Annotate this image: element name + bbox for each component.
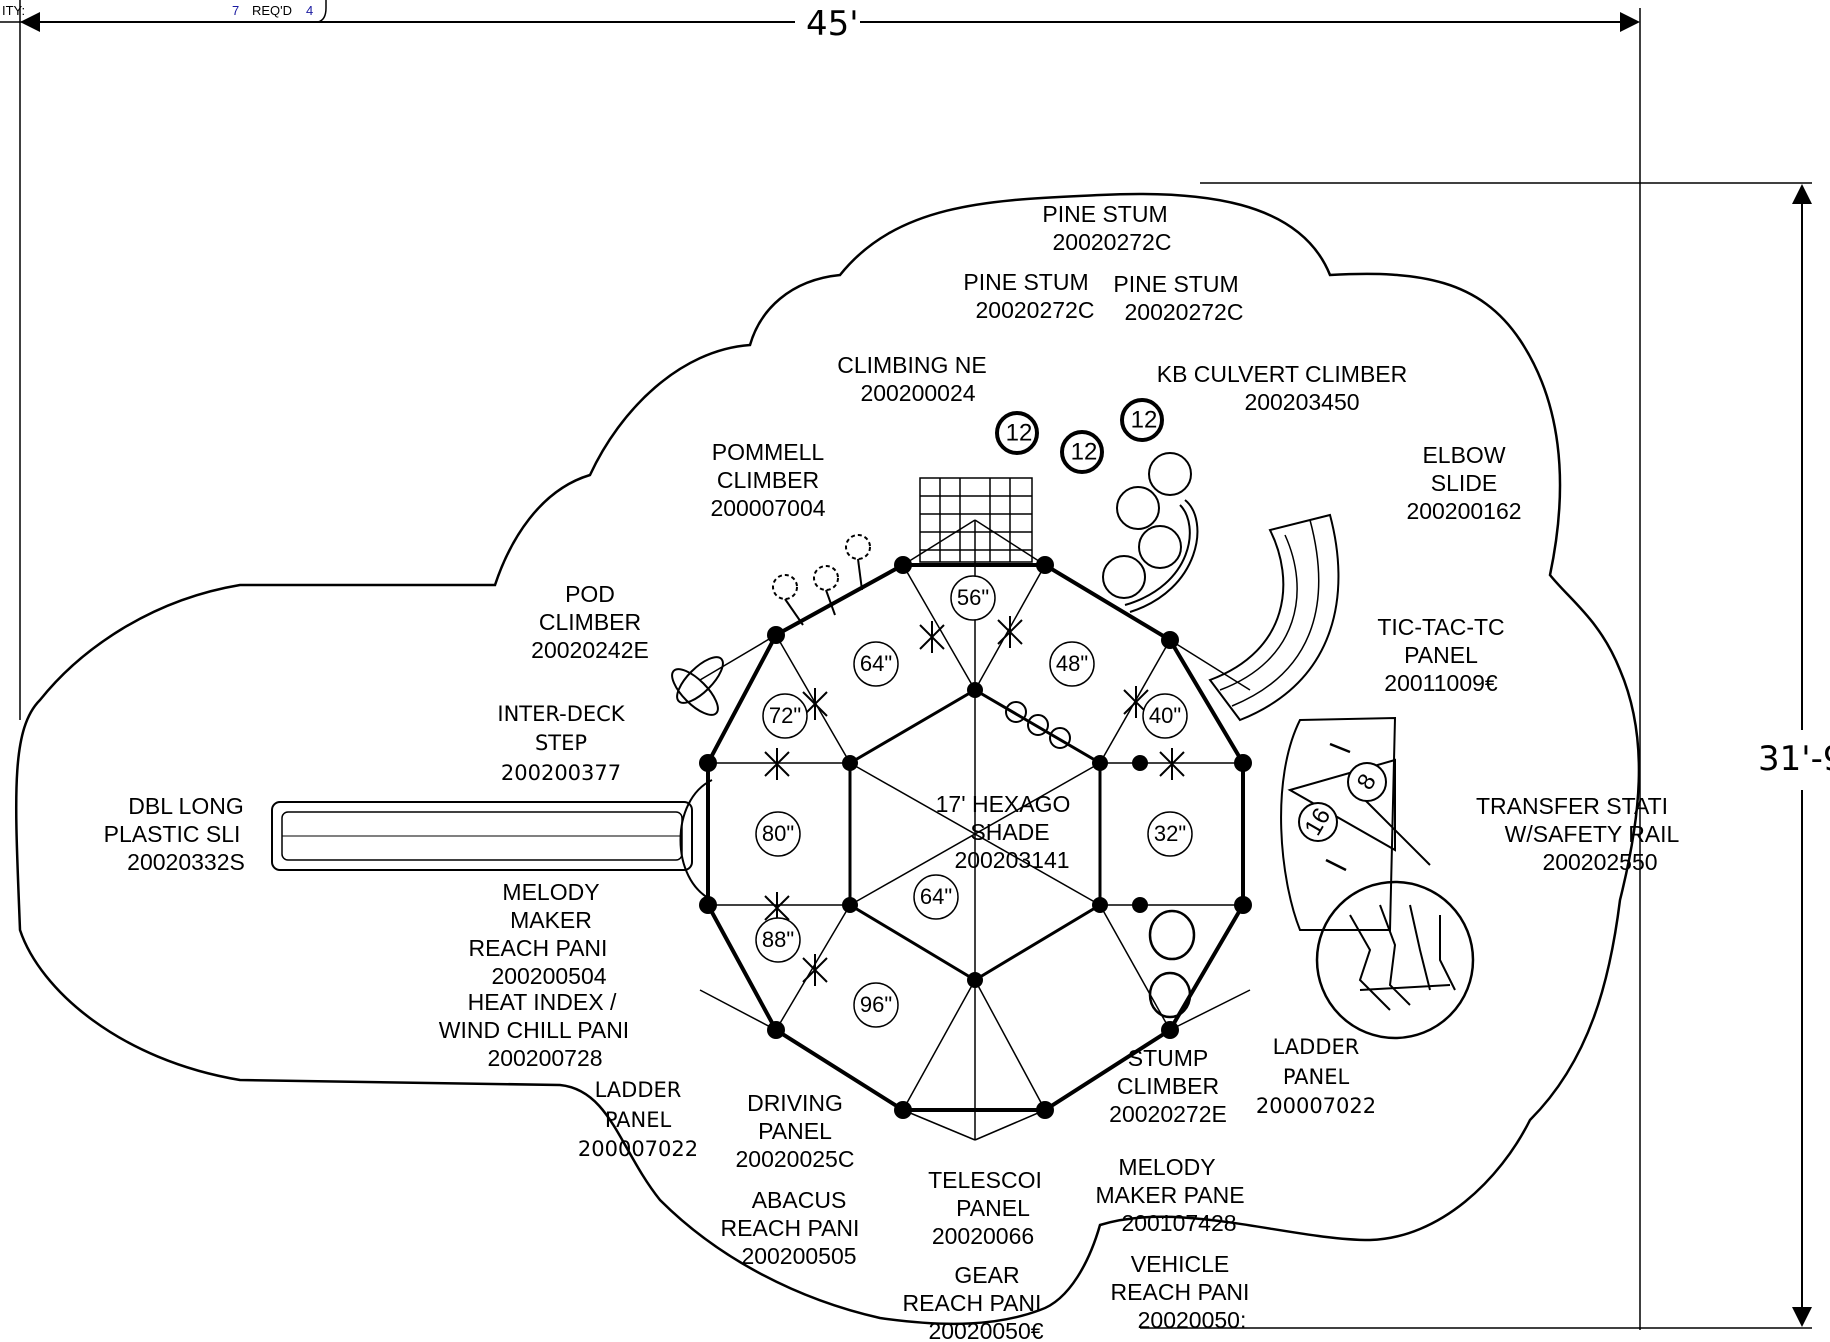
elbow-slide (1208, 513, 1340, 722)
culvert-climber (1102, 452, 1199, 613)
ladder-panel-symbol (1315, 880, 1475, 1040)
deck-height-markers: 56" 64" 48" 72" 40" 80" 32" 64" 88" 96" (755, 575, 1193, 1028)
climbing-net-grid (919, 477, 1033, 563)
svg-text:64": 64" (920, 884, 952, 909)
svg-text:96": 96" (860, 992, 892, 1017)
double-long-slide (271, 779, 713, 901)
height-dimension: 31'-9 (1140, 182, 1830, 1329)
deck-height-3: 48" (1049, 641, 1095, 687)
svg-text:88": 88" (762, 927, 794, 952)
title-block-fragment: ITY: 7 REQ'D 4 (0, 0, 327, 23)
width-dimension-label: 45' (806, 4, 859, 44)
svg-text:56": 56" (957, 585, 989, 610)
pod-climber (671, 656, 724, 716)
deck-height-8: 64" (913, 874, 959, 920)
deck-height-7: 32" (1147, 811, 1193, 857)
svg-text:80": 80" (762, 821, 794, 846)
stump-step-3: 12 (1120, 398, 1164, 442)
transfer-height-16: 16 (1298, 802, 1338, 842)
stump-step-markers: 12 12 12 (995, 398, 1164, 474)
height-dimension-label: 31'-9 (1758, 739, 1830, 779)
transfer-height-8: 8 (1347, 762, 1387, 802)
transfer-station (1280, 716, 1431, 931)
pommell-climber (772, 534, 871, 626)
svg-text:64": 64" (860, 651, 892, 676)
quantity-value: 7 (232, 3, 239, 18)
width-dimension: 45' (19, 0, 1641, 1330)
svg-text:12: 12 (1071, 438, 1098, 465)
stump-step-1: 12 (995, 411, 1039, 455)
central-structure (699, 477, 1252, 1141)
deck-height-10: 96" (853, 982, 899, 1028)
deck-height-6: 80" (755, 811, 801, 857)
deck-height-4: 72" (762, 693, 808, 739)
svg-text:12: 12 (1131, 406, 1158, 433)
deck-height-5: 40" (1142, 693, 1188, 739)
stump-step-2: 12 (1060, 430, 1104, 474)
svg-text:12: 12 (1006, 419, 1033, 446)
deck-height-9: 88" (755, 917, 801, 963)
use-zone-boundary (14, 192, 1641, 1326)
svg-text:48": 48" (1056, 651, 1088, 676)
svg-text:40": 40" (1149, 703, 1181, 728)
stump-climber (1148, 909, 1196, 1019)
required-value: 4 (306, 3, 313, 18)
chain-links (1005, 701, 1071, 749)
quantity-label: ITY: (2, 3, 25, 18)
required-label: REQ'D (252, 3, 292, 18)
deck-height-1: 56" (950, 575, 996, 621)
svg-text:32": 32" (1154, 821, 1186, 846)
structure-posts (699, 556, 1252, 1119)
transfer-height-markers: 8 16 (1298, 762, 1387, 842)
deck-height-2: 64" (853, 641, 899, 687)
svg-text:72": 72" (769, 703, 801, 728)
